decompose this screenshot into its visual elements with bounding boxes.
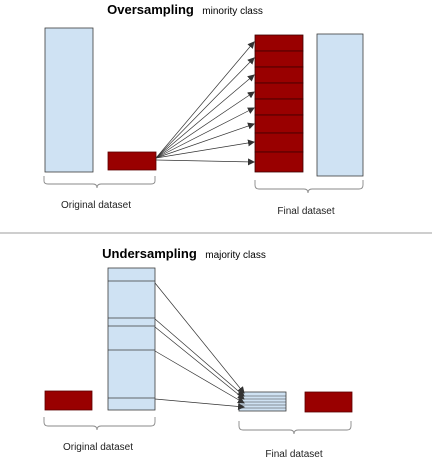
over-minority-slice bbox=[254, 151, 304, 173]
over-final-brace bbox=[254, 180, 364, 194]
under-arrow bbox=[154, 326, 245, 400]
oversampling-title: Oversampling minority class bbox=[107, 1, 263, 18]
over-fan-arrows bbox=[155, 41, 255, 166]
under-arrow bbox=[154, 282, 245, 394]
over-minority-slice bbox=[254, 98, 304, 116]
over-original-minority-block bbox=[107, 151, 157, 171]
over-arrow bbox=[155, 57, 255, 159]
over-minority-slice bbox=[254, 82, 304, 100]
undersampling-title-rest: majority class bbox=[205, 250, 266, 261]
oversampling-title-rest: minority class bbox=[202, 6, 263, 17]
under-final-minority-block bbox=[304, 391, 353, 413]
over-original-majority-block bbox=[44, 27, 94, 173]
over-arrow bbox=[155, 122, 255, 159]
over-arrow bbox=[155, 139, 255, 159]
under-arrow bbox=[154, 350, 245, 404]
over-minority-slice bbox=[254, 114, 304, 134]
under-original-minority-block bbox=[44, 390, 93, 411]
undersampling-title-bold: Undersampling bbox=[102, 246, 197, 261]
under-arrow bbox=[154, 398, 245, 410]
under-majority-sample-lines bbox=[108, 280, 155, 399]
undersampling-title: Undersampling majority class bbox=[102, 245, 266, 262]
under-original-majority-block bbox=[107, 267, 156, 411]
over-original-brace bbox=[43, 176, 156, 189]
over-final-majority-block bbox=[316, 33, 364, 177]
over-minority-slice bbox=[254, 34, 304, 52]
oversampling-title-bold: Oversampling bbox=[107, 2, 194, 17]
over-minority-slice bbox=[254, 132, 304, 153]
over-arrow bbox=[155, 74, 255, 159]
under-original-label: Original dataset bbox=[63, 442, 133, 453]
over-original-label: Original dataset bbox=[61, 200, 131, 211]
over-arrow bbox=[155, 158, 255, 166]
under-arrow bbox=[154, 318, 245, 397]
under-final-label: Final dataset bbox=[265, 449, 322, 460]
under-converge-arrows bbox=[154, 282, 245, 410]
over-minority-slice bbox=[254, 50, 304, 68]
under-final-brace bbox=[238, 421, 352, 435]
over-minority-slice bbox=[254, 66, 304, 84]
over-arrow bbox=[155, 91, 255, 159]
under-original-brace bbox=[43, 417, 156, 431]
under-final-majority-lines bbox=[239, 395, 286, 409]
over-arrow bbox=[155, 107, 255, 159]
over-final-label: Final dataset bbox=[277, 206, 334, 217]
over-final-minority-stack bbox=[254, 34, 304, 173]
over-arrow bbox=[155, 41, 255, 159]
